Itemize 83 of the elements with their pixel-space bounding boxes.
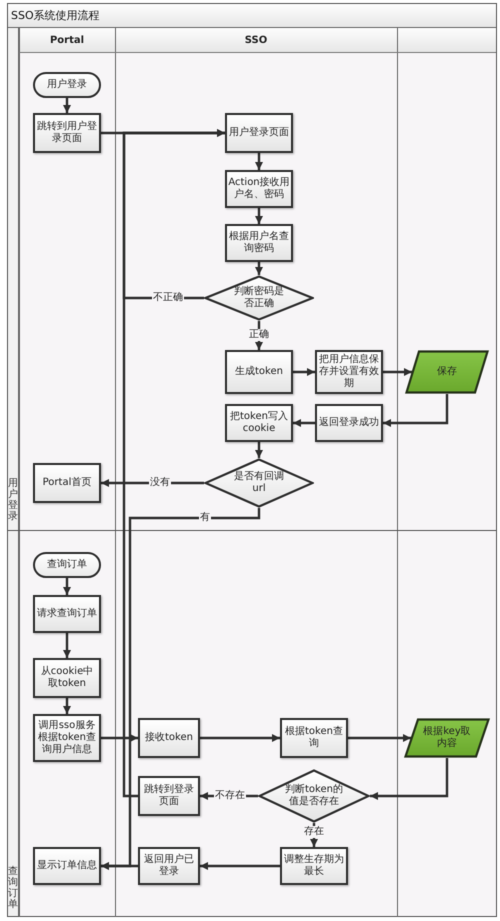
node-text: Portal首页 [42,477,92,489]
edge-label: 没有 [149,477,171,489]
node-text: 把token写入cookie [229,411,289,435]
process-box [225,404,293,442]
swimlane [19,28,115,917]
swimlane [397,28,496,917]
process-box [280,718,348,758]
phase-label: 查询订单 [8,866,18,910]
terminal-pill [33,552,101,578]
lane-header: SSO [115,28,397,53]
node-text: 返回登录成功 [318,417,380,429]
node-text: 查询订单 [46,559,88,571]
node-text: 把用户信息保存并设置有效期 [318,354,380,390]
edge-label: 不正确 [152,292,184,304]
flow-arrow [122,129,225,798]
flow-arrow [383,394,448,427]
node-text: 跳转到用户登录页面 [36,121,98,145]
decision-diamond [258,769,370,823]
process-box [138,776,200,816]
process-box [225,113,293,153]
node-text: 判断密码是否正确 [233,286,285,310]
node-text: 用户登录页面 [228,127,290,139]
process-box [33,714,101,762]
edge-label: 有 [199,512,211,524]
node-text: Action接收用户名、密码 [227,177,291,201]
node-text: 生成token [234,366,284,378]
flow-arrow [255,208,263,224]
process-box [225,170,293,208]
node-text: 调用sso服务根据token查询用户信息 [37,720,97,756]
node-text: 显示订单信息 [36,860,98,872]
flow-arrow [101,862,138,870]
node-text: 判断token的值是否存在 [284,784,344,808]
flow-arrow [310,823,318,847]
node-text: 请求查询订单 [36,608,98,620]
process-box [33,658,101,698]
flow-arrow [383,368,412,376]
node-text: 返回用户已登录 [143,854,195,878]
node-text: 用户登录 [46,79,88,91]
flow-arrow [255,262,263,275]
edge-label: 正确 [248,329,270,341]
flow-arrow [293,419,315,427]
node-text: 是否有回调url [233,471,285,495]
flow-arrow [63,98,71,113]
process-box [315,404,383,442]
process-box [33,847,101,885]
process-box [280,847,348,885]
flow-arrow [63,698,71,714]
flow-arrow [348,734,411,742]
decision-diamond [204,275,314,321]
flow-arrow [200,862,280,870]
flow-arrow [370,758,448,800]
flow-arrow [101,734,138,742]
node-text: 根据用户名查询密码 [228,231,290,255]
process-box [138,847,200,885]
flow-arrow [63,633,71,658]
process-box [33,113,101,153]
phase-label: 用户登录 [8,478,18,522]
edge-label: 存在 [303,826,325,838]
flow-arrow [200,734,280,742]
node-text: 调整生存期为最长 [283,854,345,878]
flow-arrow [255,321,263,350]
flow-arrow [255,442,263,458]
edge-label: 不存在 [214,790,246,802]
node-text: 保存 [436,366,458,378]
flow-arrow [293,368,315,376]
process-box [225,224,293,262]
process-box [33,595,101,633]
process-box [33,463,101,503]
node-text: 根据key取内容 [422,726,472,750]
process-box [225,350,293,394]
node-text: 跳转到登录页面 [143,784,195,808]
terminal-pill [33,72,101,98]
flow-arrow [255,153,263,170]
node-text: 接收token [144,732,194,744]
node-text: 从cookie中取token [40,666,94,690]
process-box [138,718,200,758]
swimlane [115,28,397,917]
lane-header: Portal [19,28,115,53]
node-text: 根据token查询 [284,726,344,750]
flow-arrow [63,578,71,595]
diagram-title: SSO系统使用流程 [11,8,100,23]
flow-arrow [101,479,204,487]
decision-diamond [204,458,314,508]
